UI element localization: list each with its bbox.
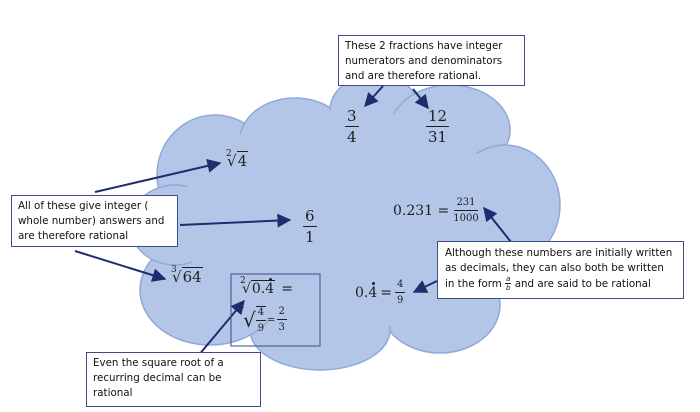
sqrt-line1-index: 2: [240, 276, 246, 286]
fraction-twelve-numerator: 12: [426, 107, 450, 127]
sqrt-inner-denominator: 9: [257, 323, 265, 334]
sqrt-recurring-equation-line2: 2 √ 4 9 = 2 3: [240, 302, 287, 334]
arrow-to-decimal: [483, 206, 512, 243]
arrow-to-twelve-over-31: [412, 88, 429, 110]
sqrt-line2-equals: =: [267, 314, 276, 326]
recurring-decimal-equation: 0.4 = 4 9: [355, 280, 406, 306]
arrow-to-six-over-one: [179, 213, 292, 228]
cube-root-index: 3: [171, 265, 177, 275]
fraction-three-quarters-numerator: 3: [345, 107, 359, 127]
note-integer-answers: All of these give integer ( whole number…: [11, 195, 178, 247]
note-decimals-rational-pre: Although these numbers are initially wri…: [445, 247, 673, 290]
root-of-four-radicand: 4: [236, 151, 249, 170]
arrow-to-root64: [74, 250, 167, 282]
sqrt-line2-index: 2: [240, 302, 245, 310]
fraction-six-over-one: 6 1: [303, 207, 317, 245]
fraction-twelve-denominator: 31: [428, 128, 448, 146]
decimal-0-231-lhs: 0.231 =: [393, 203, 450, 219]
note-recurring-root: Even the square root of a recurring deci…: [86, 352, 261, 407]
note-recurring-root-text: Even the square root of a recurring deci…: [93, 357, 224, 399]
decimal-fraction-numerator: 231: [454, 198, 478, 211]
sqrt-radicand-digit: 4: [265, 281, 275, 297]
decimal-fraction-denominator: 1000: [453, 213, 479, 224]
arrow-to-root4: [94, 159, 222, 193]
recurring-fraction-numerator: 4: [395, 280, 406, 293]
sqrt-result-denominator: 3: [278, 322, 285, 333]
note-integer-answers-text: All of these give integer ( whole number…: [18, 200, 165, 242]
note-fraction-a-over-b: a b: [505, 275, 512, 292]
note-decimals-rational: Although these numbers are initially wri…: [437, 241, 684, 299]
sqrt-inner-numerator: 4: [255, 308, 267, 321]
sqrt-result-numerator: 2: [276, 307, 287, 320]
arrow-to-recurring: [412, 280, 438, 293]
arrow-to-three-quarters: [364, 85, 384, 108]
recurring-lhs-digit: 4: [368, 285, 378, 301]
recurring-lhs-int: 0.: [355, 285, 369, 301]
cube-root-of-64: 3 √64: [171, 265, 203, 286]
fraction-three-quarters-denominator: 4: [347, 128, 357, 146]
note-integer-fractions-text: These 2 fractions have integer numerator…: [345, 40, 503, 82]
arrow-to-sqrt-box: [197, 299, 245, 357]
fraction-six-numerator: 6: [303, 207, 317, 227]
fraction-three-quarters: 3 4: [345, 107, 359, 145]
note-fraction-a: a: [505, 275, 512, 284]
note-integer-fractions: These 2 fractions have integer numerator…: [338, 35, 525, 86]
recurring-fraction-denominator: 9: [397, 295, 404, 306]
note-decimals-rational-post: and are said to be rational: [514, 278, 651, 290]
fraction-one-denominator: 1: [305, 228, 315, 246]
sqrt-recurring-equation-line1: 2 √0.4 =: [240, 276, 293, 297]
recurring-equals: =: [380, 285, 393, 301]
arrows: [74, 85, 512, 357]
fraction-twelve-over-31: 12 31: [426, 107, 450, 146]
sqrt-line1-equals: =: [281, 281, 293, 297]
sqrt-example-box: [230, 273, 321, 347]
sqrt-radicand-int: 0.: [251, 281, 266, 297]
decimal-0-231-equation: 0.231 = 231 1000: [393, 198, 479, 224]
note-fraction-b: b: [506, 284, 511, 292]
root-of-four: 2 √4: [226, 149, 249, 170]
root-of-four-index: 2: [226, 149, 232, 159]
cube-root-radicand: 64: [181, 267, 203, 286]
